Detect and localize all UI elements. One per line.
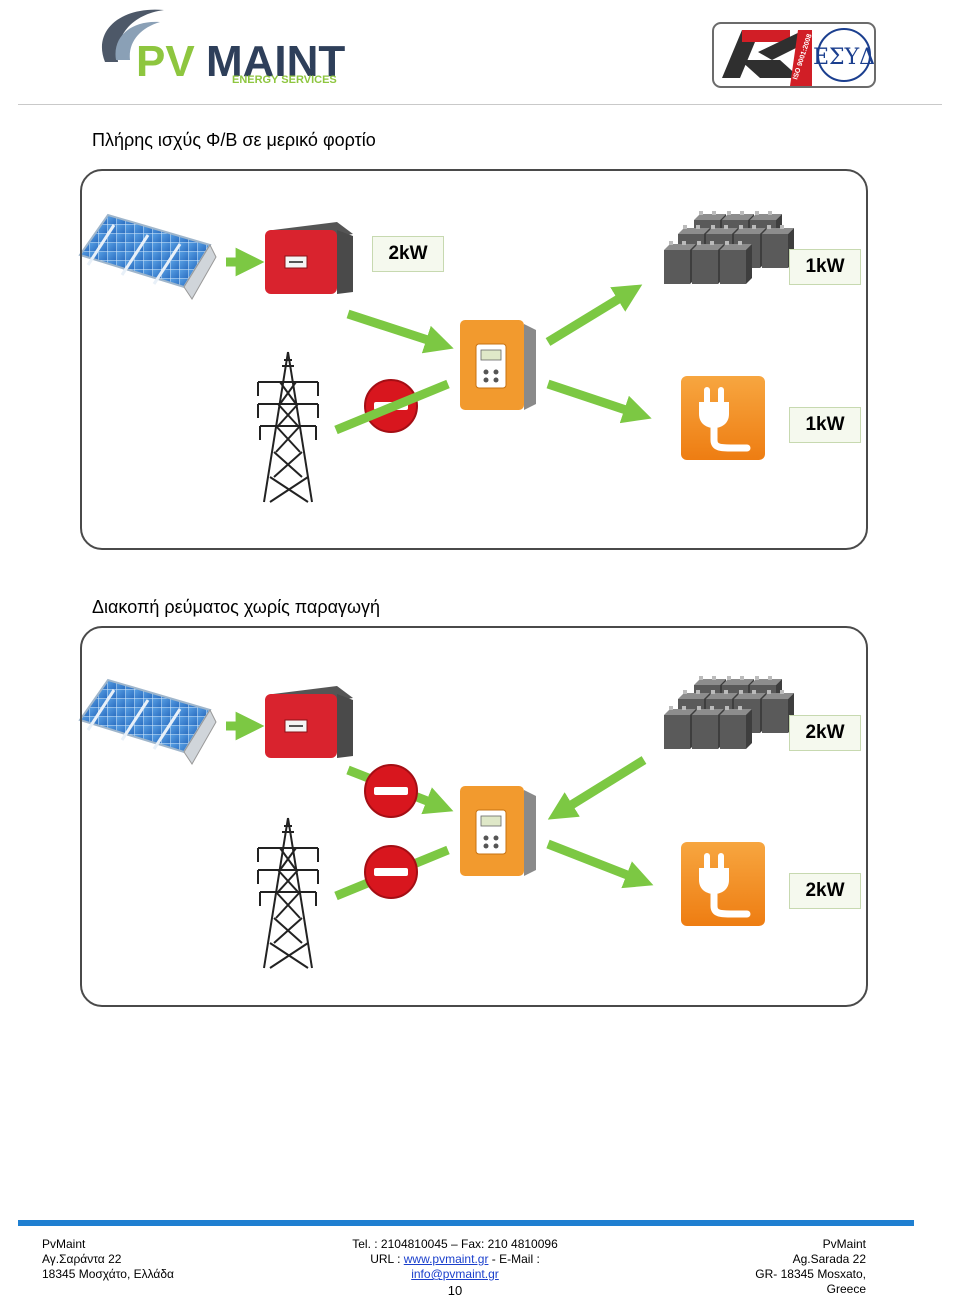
footer-address-greek: PvMaint Αγ.Σαράντα 22 18345 Μοσχάτο, Ελλ… xyxy=(42,1237,174,1282)
load-power-label: 2kW xyxy=(789,873,861,909)
website-link[interactable]: www.pvmaint.gr xyxy=(403,1252,489,1266)
esyd-badge-text: ΕΣΥΔ xyxy=(813,45,875,70)
svg-text:ENERGY SERVICES: ENERGY SERVICES xyxy=(232,74,337,86)
email-prefix: - E-Mail : xyxy=(488,1252,540,1266)
footer-contact: Tel. : 2104810045 – Fax: 210 4810096 URL… xyxy=(330,1237,580,1298)
footer-company-en: PvMaint xyxy=(822,1237,866,1251)
load-power-label: 1kW xyxy=(789,407,861,443)
battery-power-label: 2kW xyxy=(789,715,861,751)
footer-rule xyxy=(18,1220,914,1226)
footer-web-mail: URL : www.pvmaint.gr - E-Mail : info@pvm… xyxy=(330,1252,580,1282)
section-title-outage: Διακοπή ρεύματος χωρίς παραγωγή xyxy=(92,597,381,617)
footer-city: 18345 Μοσχάτο, Ελλάδα xyxy=(42,1267,174,1281)
svg-text:MAINT: MAINT xyxy=(206,37,345,86)
email-link[interactable]: info@pvmaint.gr xyxy=(411,1267,499,1281)
pvmaint-logo: PV MAINT ENERGY SERVICES xyxy=(101,9,345,86)
certification-badge: ISO 9001:2008 ΕΣΥΔ xyxy=(712,22,876,88)
footer-street: Αγ.Σαράντα 22 xyxy=(42,1252,122,1266)
footer-city-en: GR- 18345 Mosxato, Greece xyxy=(755,1267,866,1296)
svg-text:PV: PV xyxy=(136,37,195,86)
footer-company: PvMaint xyxy=(42,1237,86,1251)
inverter-output-label: 2kW xyxy=(372,236,444,272)
footer-street-en: Ag.Sarada 22 xyxy=(792,1252,866,1266)
footer-address-latin: PvMaint Ag.Sarada 22 GR- 18345 Mosxato, … xyxy=(716,1237,866,1297)
section-title-partial-load: Πλήρης ισχύς Φ/Β σε μερικό φορτίο xyxy=(92,130,376,150)
diagram-panel-partial-load xyxy=(80,169,868,550)
url-prefix: URL : xyxy=(370,1252,404,1266)
page-number: 10 xyxy=(447,1283,463,1298)
footer-phone-fax: Tel. : 2104810045 – Fax: 210 4810096 xyxy=(352,1237,558,1251)
energy-flow-arrows xyxy=(334,284,652,435)
header-divider xyxy=(18,104,942,105)
diagram-panel-outage xyxy=(80,626,868,1007)
battery-power-label: 1kW xyxy=(789,249,861,285)
